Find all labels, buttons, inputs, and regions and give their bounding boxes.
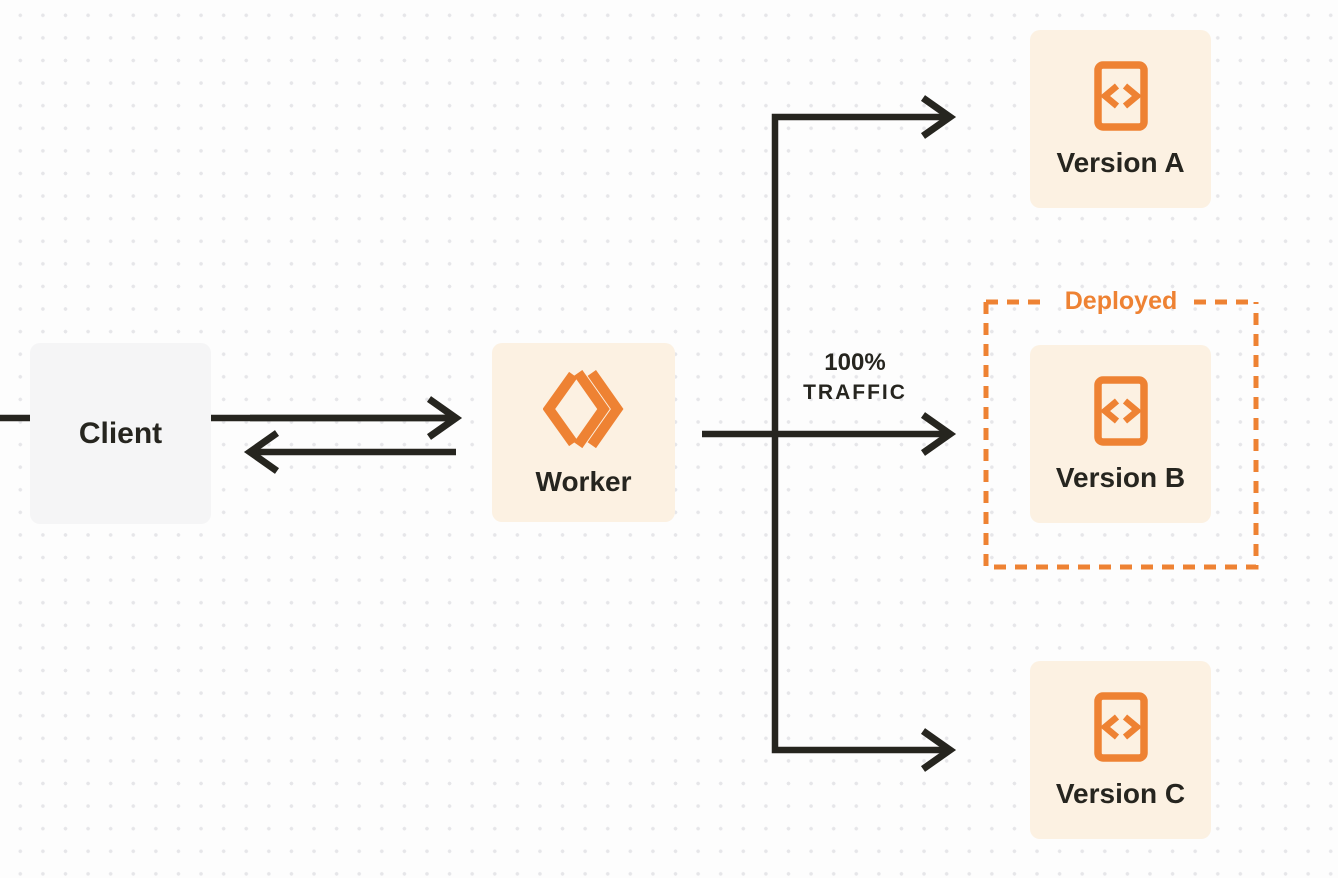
code-file-icon — [1093, 691, 1148, 762]
client-node: Client — [30, 343, 211, 524]
client-label: Client — [78, 416, 163, 450]
worker-to-client-arrow — [243, 430, 456, 474]
version-a-label: Version A — [1056, 146, 1185, 178]
traffic-word-line: TRAFFIC — [803, 381, 907, 404]
version-b-node: Version B — [1030, 345, 1211, 523]
code-file-icon — [1093, 375, 1148, 446]
branch-trunk-line — [771, 95, 957, 772]
version-c-arrowhead — [920, 728, 957, 772]
worker-node: Worker — [492, 343, 675, 522]
version-a-node: Version A — [1030, 30, 1211, 208]
traffic-percent-line: 100% — [824, 349, 886, 376]
worker-label: Worker — [535, 466, 632, 497]
code-file-icon — [1093, 60, 1148, 131]
traffic-percentage-label: 100% TRAFFIC — [775, 349, 935, 408]
deployed-group-label: Deployed — [1064, 287, 1178, 315]
version-b-label: Version B — [1055, 461, 1186, 493]
version-c-label: Version C — [1055, 777, 1186, 809]
workers-chevrons-icon — [542, 369, 623, 449]
worker-to-version-b-arrow — [702, 412, 957, 456]
version-c-node: Version C — [1030, 661, 1211, 839]
version-a-arrowhead — [920, 95, 957, 139]
